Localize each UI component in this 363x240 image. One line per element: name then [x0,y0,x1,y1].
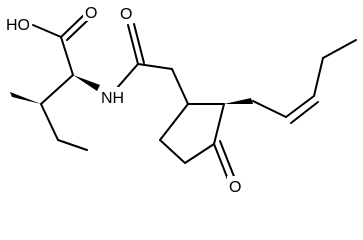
chain-bond-1 [252,100,287,118]
ring-bond-4 [159,139,186,164]
chain-double-1 [285,95,315,118]
bond-c-o-double-1 [60,13,86,38]
bond-ch2-ring [171,68,189,105]
ketone-bond-1 [213,143,230,183]
chain-double-2 [290,101,319,124]
chain-bond-3 [313,57,324,97]
hashed-wedge-methyl [10,92,41,104]
wedge-calpha-n [73,75,100,91]
bond-c-o-double-2 [66,19,89,41]
amide-oxygen-label: O [120,6,132,23]
amide-nh-label: NH [101,90,124,107]
isoleucine-side-chain [10,74,88,151]
bond-amide-co-1 [127,24,139,65]
amide-linkage [73,23,189,105]
ring-bond-5 [159,103,189,141]
bond-cgamma-cdelta [57,139,88,151]
bond-calpha-cbeta [40,74,74,105]
bond-cbeta-cgamma [40,103,59,141]
ketone-bond-2 [219,140,236,180]
bond-carbonyl-ch2 [137,63,173,70]
wedge-ring-chain [224,98,253,104]
pentenyl-side-chain [224,39,357,124]
acid-oxygen-label: O [85,5,97,22]
bond-n-carbonyl [116,63,139,89]
chain-bond-4 [322,39,357,59]
atom-labels: HO O NH O O [4,3,243,196]
bond-c-calpha [60,36,74,76]
chemical-structure: HO O NH O O [4,3,357,196]
cyclopentanone-ring [159,103,236,183]
carboxylic-acid-group [32,13,89,76]
ring-bond-3 [184,143,215,164]
bond-c-oh [32,24,62,38]
ring-bond-2 [213,103,225,145]
ketone-oxygen-label: O [229,179,241,196]
hydroxyl-label: HO [6,17,30,34]
bond-amide-co-2 [133,23,145,64]
